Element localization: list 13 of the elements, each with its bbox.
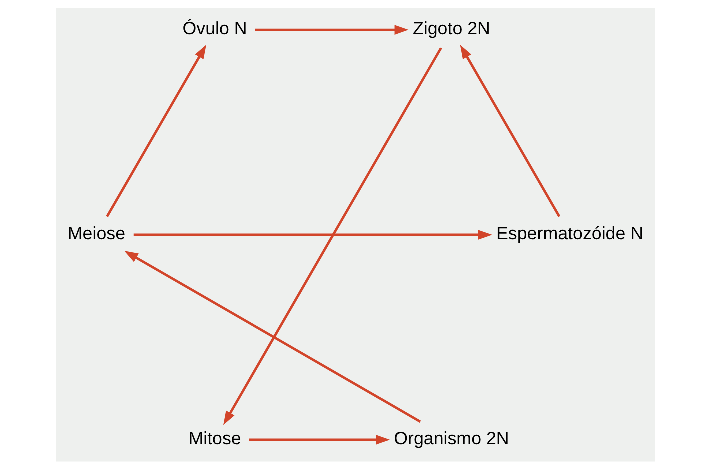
node-text: Organismo 2N: [394, 428, 509, 448]
node-text: Óvulo N: [182, 18, 247, 38]
arrow: [460, 44, 560, 218]
arrow: [133, 230, 492, 240]
node-text: Zigoto 2N: [412, 18, 490, 38]
arrow: [124, 251, 421, 424]
arrow: [248, 435, 390, 445]
node-text: Meiose: [67, 223, 126, 244]
arrow: [254, 25, 408, 35]
arrow: [223, 48, 442, 426]
node-text: Espermatozóide N: [496, 223, 644, 244]
node-text: Mitose: [188, 428, 241, 448]
arrow: [106, 44, 206, 218]
